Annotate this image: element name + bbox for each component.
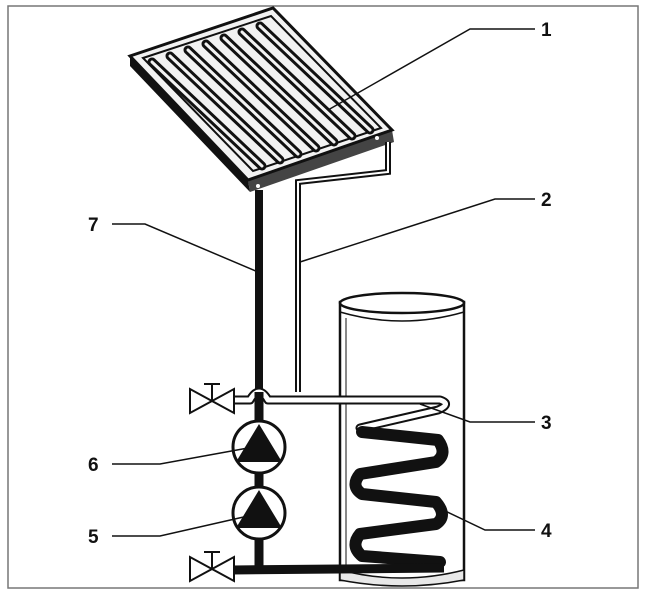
- leader-2: [299, 198, 535, 263]
- callout-1: 1: [541, 20, 552, 41]
- bottom-pipe: [231, 563, 445, 575]
- callout-6: 6: [88, 455, 99, 476]
- callout-2: 2: [541, 190, 552, 211]
- leader-4: [417, 497, 535, 531]
- leader-3: [419, 403, 535, 423]
- outer-border: [7, 5, 639, 589]
- leader-lines: [112, 28, 535, 537]
- callout-3: 3: [541, 413, 552, 434]
- leader-7: [112, 223, 259, 273]
- solar-collector: [127, 6, 395, 192]
- lower-pump: [231, 485, 287, 541]
- leader-6: [112, 447, 249, 465]
- callout-5: 5: [88, 527, 99, 548]
- heat-exchanger-coil: [349, 426, 449, 568]
- leader-1: [327, 28, 535, 111]
- upper-pump: [231, 419, 287, 475]
- callout-7: 7: [88, 215, 99, 236]
- upper-valve-icon: [189, 383, 235, 415]
- leader-5: [112, 515, 249, 537]
- lower-valve-icon: [189, 551, 235, 583]
- callout-4: 4: [541, 521, 552, 542]
